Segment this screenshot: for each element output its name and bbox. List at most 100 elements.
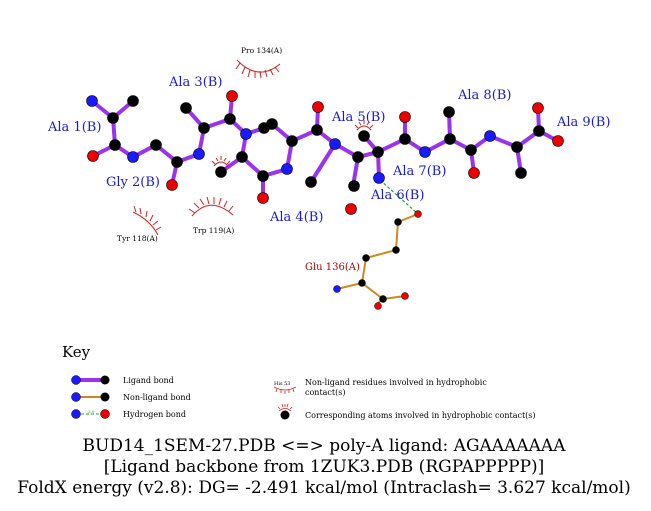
atom-c: [511, 141, 523, 153]
atom-o: [312, 101, 324, 113]
nonligand-bonds: [336, 213, 419, 304]
caption-line-3: FoldX energy (v2.8): DG= -2.491 kcal/mol…: [17, 478, 630, 498]
label-ala8: Ala 8(B): [457, 88, 511, 103]
label-ala3: Ala 3(B): [168, 75, 222, 90]
atom-c: [286, 135, 298, 147]
atom-o: [552, 135, 564, 147]
atom-c: [348, 180, 360, 192]
atom-c: [358, 279, 366, 287]
key-example-residue: His 53: [274, 381, 290, 387]
key-hbond-distance: 3.0: [88, 409, 95, 414]
atom-o: [345, 203, 357, 215]
atom-o: [374, 302, 382, 310]
label-ala7: Ala 7(B): [392, 164, 446, 179]
atom-c: [236, 151, 248, 163]
key-corresponding-atoms-label: Corresponding atoms involved in hydropho…: [305, 411, 536, 420]
atom-c: [443, 106, 455, 118]
atom-c: [533, 125, 545, 137]
atom-c: [109, 139, 121, 151]
atom-c: [311, 124, 323, 136]
atom-c: [465, 144, 477, 156]
label-ala5: Ala 5(B): [331, 110, 385, 125]
label-ala4: Ala 4(B): [269, 210, 323, 225]
label-ala9: Ala 9(B): [556, 115, 610, 130]
label-ala6: Ala 6(B): [370, 188, 424, 203]
key-ligand-bond-label: Ligand bond: [123, 376, 174, 385]
ligand-atoms: [86, 90, 564, 215]
key-hbond-o: [100, 409, 110, 419]
atom-c: [150, 139, 162, 151]
atom-n: [240, 128, 252, 140]
key-nonligand-bond-label: Non-ligand bond: [123, 393, 191, 402]
atom-n: [419, 146, 431, 158]
atom-c: [224, 113, 236, 125]
atom-c: [394, 218, 402, 226]
atom-n: [373, 172, 385, 184]
label-glu136: Glu 136(A): [305, 262, 360, 273]
atom-o: [468, 167, 480, 179]
atom-c: [362, 254, 370, 262]
caption-line-1: BUD14_1SEM-27.PDB <=> poly-A ligand: AGA…: [83, 436, 567, 456]
atom-c: [515, 167, 527, 179]
atom-o: [226, 90, 238, 102]
hydrogen-bond: [379, 179, 419, 215]
key-nonligand-n: [71, 392, 81, 402]
key-nonligand-residues-label: Non-ligand residues involved in hydropho…: [305, 378, 489, 397]
trp119-contact-arc: [188, 196, 234, 217]
ligand-bonds: [90, 94, 560, 200]
atom-c: [257, 170, 269, 182]
atom-n: [329, 138, 341, 150]
label-ala1: Ala 1(B): [47, 120, 101, 135]
atom-c: [399, 133, 411, 145]
atom-contact-arc-1: [211, 156, 231, 167]
key-ligand-n: [71, 375, 81, 385]
atom-c: [107, 112, 119, 124]
key-ligand-c: [100, 375, 110, 385]
atom-n: [281, 163, 293, 175]
atom-n: [484, 130, 496, 142]
label-tyr118: Tyr 118(A): [117, 234, 158, 243]
atom-n: [86, 95, 98, 107]
atom-c: [127, 95, 139, 107]
atom-c: [358, 130, 370, 142]
atom-o: [257, 192, 269, 204]
tyr118-contact-arc: [132, 205, 162, 236]
atom-o: [532, 102, 544, 114]
atom-c: [266, 118, 278, 130]
atom-c: [352, 151, 364, 163]
atom-c: [444, 133, 456, 145]
atom-c: [379, 295, 387, 303]
nonligand-atoms: [333, 210, 422, 310]
atom-o: [414, 210, 422, 218]
hydrophobic-contact-arcs: [132, 59, 374, 236]
key-contact-atom: [280, 410, 290, 420]
key-hbond-n: [71, 409, 81, 419]
label-pro134: Pro 134(A): [241, 46, 282, 55]
atom-o: [399, 111, 411, 123]
caption: BUD14_1SEM-27.PDB <=> poly-A ligand: AGA…: [17, 436, 630, 498]
label-gly2: Gly 2(B): [106, 175, 160, 190]
atom-c: [198, 122, 210, 134]
atom-n: [127, 151, 139, 163]
atom-c: [171, 156, 183, 168]
key-nonligand-c: [100, 392, 110, 402]
pro134-contact-arc: [235, 59, 281, 79]
atom-c: [180, 102, 192, 114]
atom-o: [166, 179, 178, 191]
atom-c: [215, 166, 227, 178]
key-title: Key: [62, 343, 91, 361]
caption-line-2: [Ligand backbone from 1ZUK3.PDB (RGPAPPP…: [104, 457, 545, 477]
atom-o: [401, 292, 409, 300]
atom-contact-arc-2: [354, 120, 374, 131]
key-hydrogen-bond-label: Hydrogen bond: [123, 410, 186, 419]
atom-n: [193, 148, 205, 160]
key-residue-arc-icon: [273, 386, 297, 394]
atom-n: [333, 285, 341, 293]
key-atom-arc-icon: [277, 403, 293, 412]
key-legend: Key Ligand bond Non-ligand bond 3.0 Hydr…: [62, 343, 536, 420]
atom-c: [372, 146, 384, 158]
atom-o: [87, 150, 99, 162]
atom-c: [305, 176, 317, 188]
atom-c: [392, 246, 400, 254]
